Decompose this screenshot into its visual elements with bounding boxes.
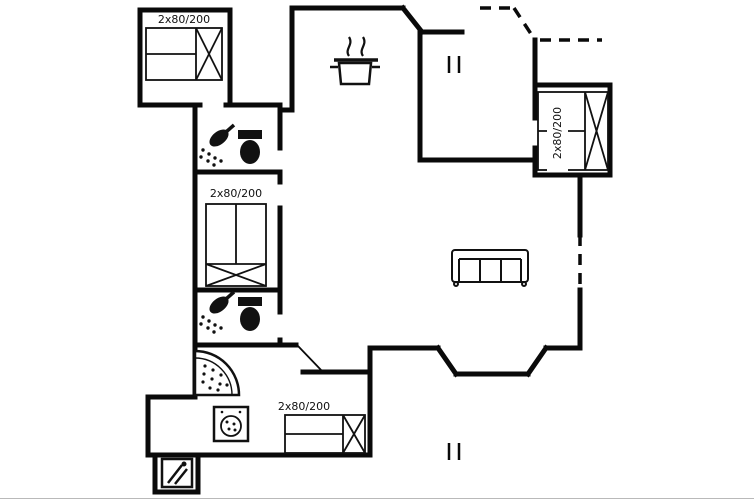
- toilet-icon: [238, 130, 262, 164]
- door-swing-line: [297, 345, 323, 372]
- washing-machine-icon: [212, 405, 250, 443]
- window-dashed-walls: [480, 6, 602, 290]
- inner-walls: [192, 107, 373, 375]
- opening-marker: [447, 443, 461, 460]
- cooking-pot-icon: [330, 36, 380, 86]
- bed-label-right: 2x80/200: [551, 107, 564, 159]
- corner-spa-icon: [193, 349, 241, 397]
- shower-icon: [199, 123, 236, 167]
- toilet-icon: [238, 297, 262, 331]
- double-bed-top-left: [145, 27, 223, 81]
- bed-label-bottom: 2x80/200: [278, 400, 330, 413]
- sofa-icon: [451, 249, 529, 287]
- double-bed-mid-left: [205, 203, 267, 287]
- bed-label-top-left: 2x80/200: [158, 13, 210, 26]
- opening-marker: [447, 56, 461, 73]
- bed-label-right-backing: [547, 98, 568, 172]
- shower-icon: [199, 290, 236, 334]
- bed-label-mid-left: 2x80/200: [210, 187, 262, 200]
- water-heater-icon: [160, 457, 194, 489]
- double-bed-bottom: [284, 414, 366, 454]
- outer-walls: [137, 4, 613, 495]
